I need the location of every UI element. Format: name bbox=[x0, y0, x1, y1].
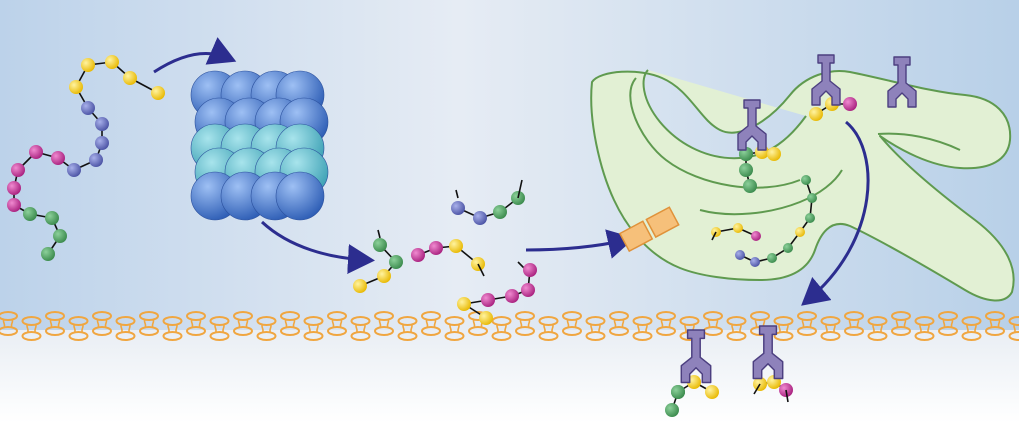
amino-acid-bead bbox=[23, 207, 37, 221]
amino-acid-bead bbox=[449, 239, 463, 253]
amino-acid-bead bbox=[373, 238, 387, 252]
amino-acid-bead bbox=[801, 175, 811, 185]
amino-acid-bead bbox=[521, 283, 535, 297]
proteasome-subunit bbox=[275, 171, 325, 221]
amino-acid-bead bbox=[451, 201, 465, 215]
peptide-chain-icon bbox=[7, 55, 165, 261]
er-fold bbox=[877, 132, 961, 151]
peptide-chain-icon bbox=[739, 147, 757, 193]
amino-acid-bead bbox=[81, 101, 95, 115]
er-fold bbox=[629, 77, 801, 189]
amino-acid-bead bbox=[95, 136, 109, 150]
amino-acid-bead bbox=[105, 55, 119, 69]
peptide-chain-icon bbox=[711, 223, 761, 241]
amino-acid-bead bbox=[29, 145, 43, 159]
amino-acid-bead bbox=[479, 311, 493, 325]
amino-acid-bead bbox=[151, 86, 165, 100]
amino-acid-bead bbox=[123, 71, 137, 85]
amino-acid-bead bbox=[735, 250, 745, 260]
er-fold bbox=[699, 169, 843, 216]
amino-acid-bead bbox=[750, 257, 760, 267]
amino-acid-bead bbox=[523, 263, 537, 277]
amino-acid-bead bbox=[687, 375, 701, 389]
amino-acid-bead bbox=[67, 163, 81, 177]
proteasome-icon bbox=[190, 70, 329, 221]
amino-acid-bead bbox=[751, 231, 761, 241]
amino-acid-bead bbox=[809, 107, 823, 121]
amino-acid-bead bbox=[493, 205, 507, 219]
amino-acid-bead bbox=[69, 80, 83, 94]
amino-acid-bead bbox=[767, 147, 781, 161]
amino-acid-bead bbox=[95, 117, 109, 131]
peptide-chain-icon bbox=[353, 238, 403, 293]
amino-acid-bead bbox=[665, 403, 679, 417]
amino-acid-bead bbox=[783, 243, 793, 253]
amino-acid-bead bbox=[805, 213, 815, 223]
peptide-chain-icon bbox=[451, 191, 525, 225]
amino-acid-bead bbox=[53, 229, 67, 243]
amino-acid-bead bbox=[739, 163, 753, 177]
arrow-to-proteasome bbox=[153, 37, 237, 74]
amino-acid-bead bbox=[353, 279, 367, 293]
peptide-chain-icon bbox=[735, 175, 817, 267]
amino-acid-bead bbox=[11, 163, 25, 177]
peptide-chain-icon bbox=[665, 385, 685, 417]
amino-acid-bead bbox=[411, 248, 425, 262]
arrow-from-proteasome bbox=[260, 220, 375, 274]
amino-acid-bead bbox=[767, 253, 777, 263]
amino-acid-bead bbox=[89, 153, 103, 167]
amino-acid-bead bbox=[7, 181, 21, 195]
amino-acid-bead bbox=[45, 211, 59, 225]
peptide-chain-icon bbox=[457, 263, 537, 325]
amino-acid-bead bbox=[473, 211, 487, 225]
amino-acid-bead bbox=[389, 255, 403, 269]
amino-acid-bead bbox=[733, 223, 743, 233]
amino-acid-bead bbox=[705, 385, 719, 399]
amino-acid-bead bbox=[671, 385, 685, 399]
arrow-to-tap bbox=[525, 229, 635, 259]
amino-acid-bead bbox=[51, 151, 65, 165]
amino-acid-bead bbox=[429, 241, 443, 255]
amino-acid-bead bbox=[505, 289, 519, 303]
peptide-chain-icon bbox=[411, 239, 485, 271]
amino-acid-bead bbox=[457, 297, 471, 311]
endoplasmic-reticulum-icon bbox=[590, 69, 1015, 302]
amino-acid-bead bbox=[743, 179, 757, 193]
amino-acid-bead bbox=[843, 97, 857, 111]
amino-acid-bead bbox=[795, 227, 805, 237]
amino-acid-bead bbox=[41, 247, 55, 261]
amino-acid-bead bbox=[377, 269, 391, 283]
cell-interior-background bbox=[0, 330, 1019, 423]
amino-acid-bead bbox=[807, 193, 817, 203]
tap-transporter-icon bbox=[618, 206, 680, 253]
amino-acid-bead bbox=[81, 58, 95, 72]
amino-acid-bead bbox=[7, 198, 21, 212]
amino-acid-bead bbox=[481, 293, 495, 307]
arrow-to-surface bbox=[801, 120, 870, 306]
